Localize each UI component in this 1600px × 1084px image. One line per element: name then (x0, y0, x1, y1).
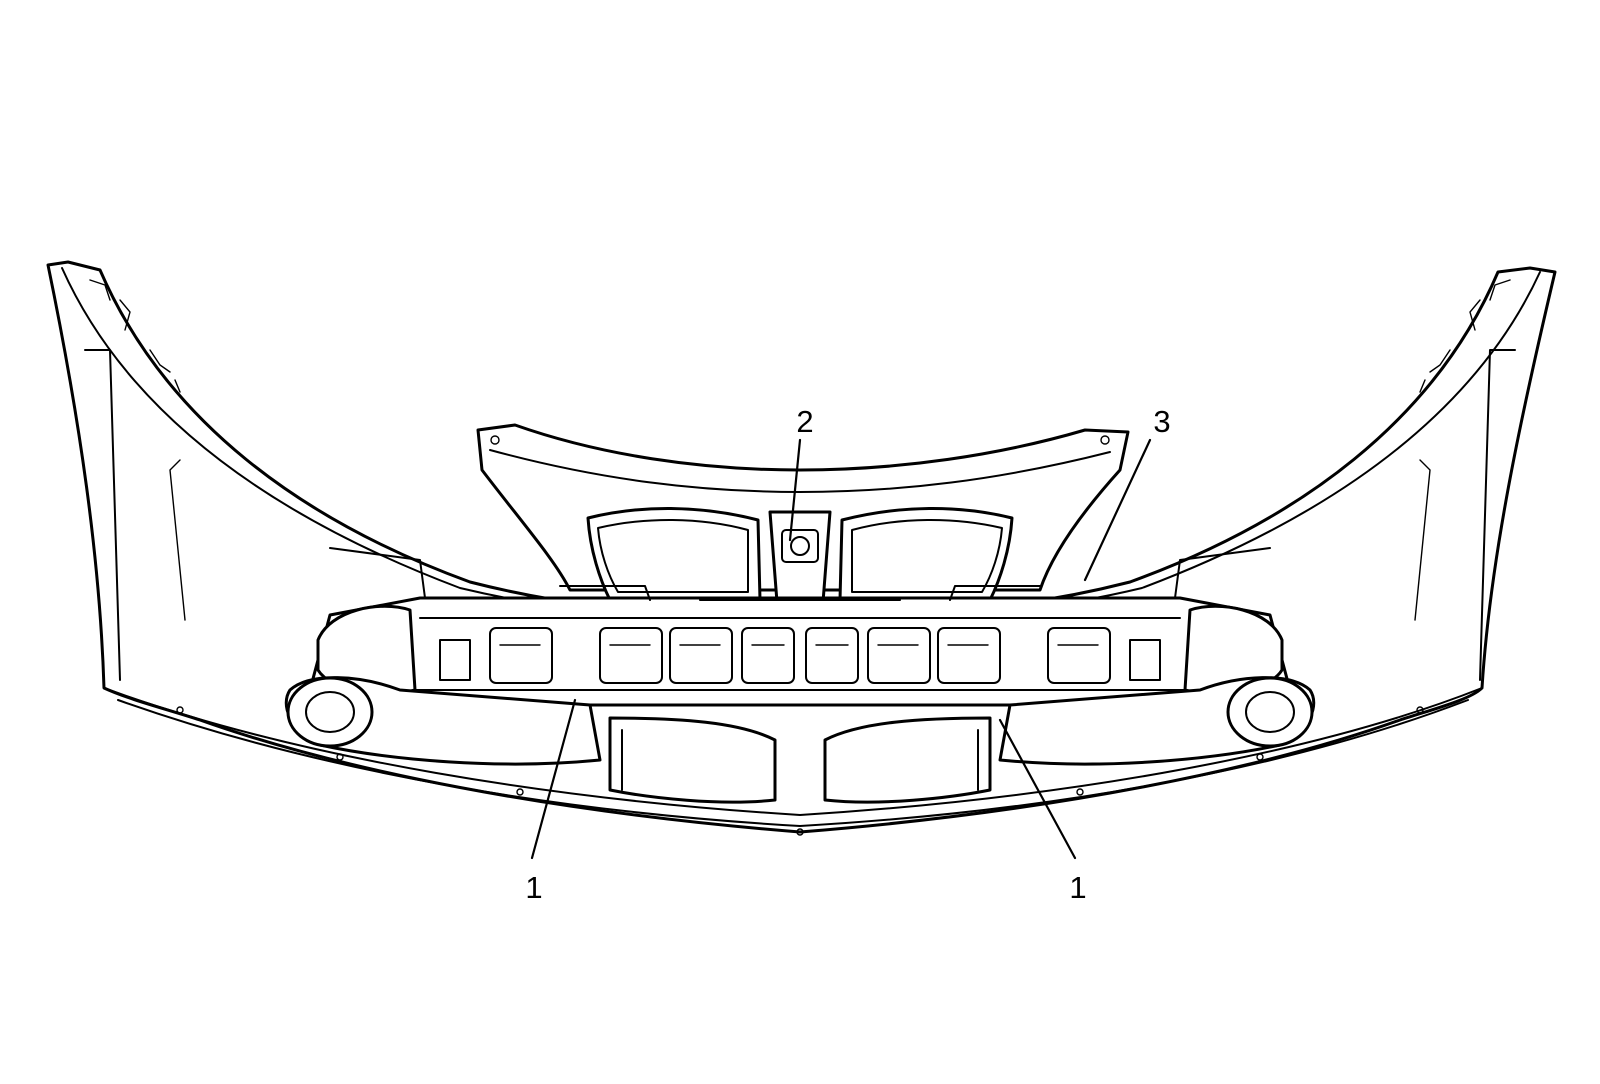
callout-1-right: 1 (1069, 870, 1086, 905)
lower-fascia-openings (284, 676, 1316, 804)
leader-lines (530, 438, 1152, 860)
leader-callout-3 (1083, 438, 1152, 582)
callout-labels: 1 2 3 1 (525, 404, 1170, 905)
absorber-cells (439, 627, 1161, 684)
leader-callout-1-left (530, 698, 577, 860)
callout-1-left: 1 (525, 870, 542, 905)
upper-grille-bracket (476, 423, 1130, 617)
callout-2: 2 (796, 404, 813, 439)
callout-3: 3 (1153, 404, 1170, 439)
leader-callout-1-right (998, 718, 1077, 860)
leader-callout-2 (788, 438, 802, 542)
